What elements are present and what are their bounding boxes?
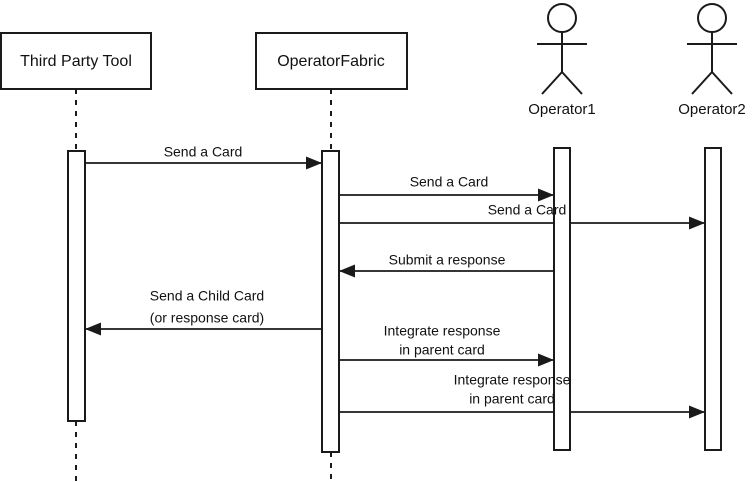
arrow-head-msg-1 — [306, 156, 322, 170]
participant-operator1[interactable]: Operator1 — [528, 3, 596, 118]
participant-label-operator2: Operator2 — [678, 101, 746, 118]
message-label-msg-7-line1: Integrate response — [454, 372, 571, 388]
arrow-head-msg-5 — [85, 322, 101, 336]
arrow-head-msg-6 — [538, 353, 554, 367]
participant-box-operator-fabric[interactable] — [255, 32, 408, 90]
message-label-msg-5-line1: Send a Child Card — [150, 288, 264, 304]
messages-lines-group — [85, 162, 705, 413]
arrow-head-msg-2 — [538, 188, 554, 202]
activation-bar-operator-fabric — [321, 150, 340, 453]
message-label-msg-6-line1: Integrate response — [384, 323, 501, 339]
actor-figure-icon-operator2 — [687, 3, 737, 95]
participant-third-party-tool[interactable]: Third Party Tool — [0, 32, 152, 90]
message-label-msg-7: Integrate response in parent card — [454, 372, 571, 407]
activation-bar-operator2 — [704, 147, 722, 451]
message-label-msg-4: Submit a response — [389, 252, 506, 268]
arrow-head-msg-7 — [689, 405, 705, 419]
participant-box-third-party-tool[interactable] — [0, 32, 152, 90]
participant-label-operator-fabric: OperatorFabric — [277, 53, 385, 70]
arrow-head-msg-4 — [339, 264, 355, 278]
activation-bars-group — [67, 147, 722, 453]
activation-bar-operator1 — [553, 147, 571, 451]
lifelines-group — [75, 89, 332, 482]
message-label-msg-6-line2: in parent card — [399, 342, 485, 358]
message-label-msg-5: Send a Child Card (or response card) — [150, 288, 264, 326]
arrow-heads-group — [85, 156, 705, 419]
message-label-msg-7-line2: in parent card — [469, 391, 555, 407]
participant-operator-fabric[interactable]: OperatorFabric — [255, 32, 408, 90]
arrow-head-msg-3 — [689, 216, 705, 230]
actor-figure-icon-operator1 — [537, 3, 587, 95]
message-label-msg-6: Integrate response in parent card — [384, 323, 501, 358]
message-label-msg-1: Send a Card — [164, 144, 243, 160]
message-label-msg-2: Send a Card — [410, 174, 489, 190]
activation-bar-third-party-tool — [67, 150, 86, 422]
participant-label-third-party-tool: Third Party Tool — [20, 53, 132, 70]
message-labels-group: Send a Card Send a Card Send a Card Subm… — [150, 144, 571, 407]
message-label-msg-5-line2: (or response card) — [150, 310, 264, 326]
participant-label-operator1: Operator1 — [528, 101, 596, 118]
participant-operator2[interactable]: Operator2 — [678, 3, 746, 118]
message-label-msg-3: Send a Card — [488, 202, 567, 218]
